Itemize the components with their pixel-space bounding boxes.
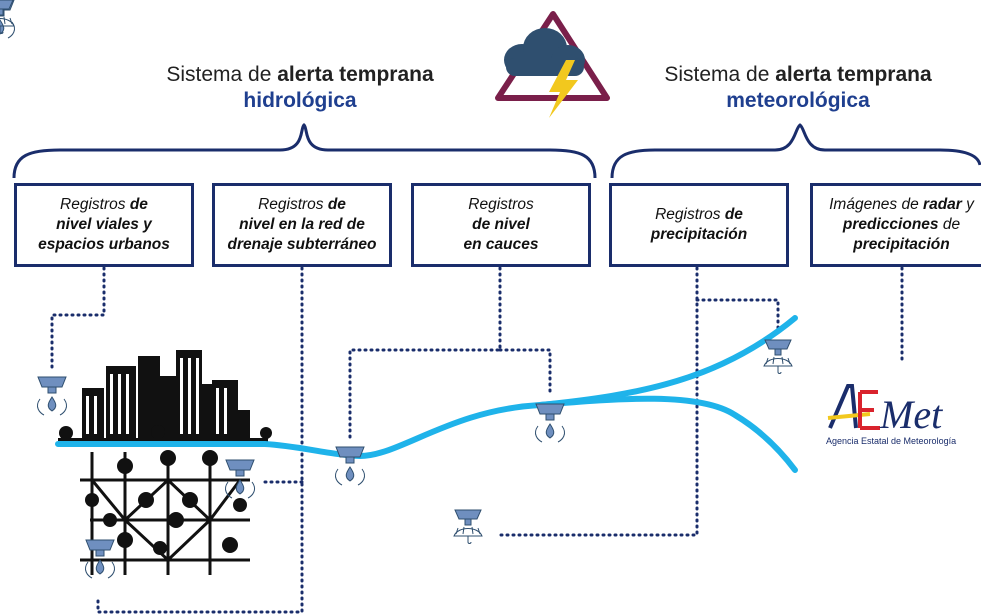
box-urban-line1-bold: de bbox=[129, 196, 148, 213]
hydro-brace bbox=[12, 123, 597, 179]
box-drainage-line3: drenaje subterráneo bbox=[227, 236, 377, 253]
box-urban-line3: espacios urbanos bbox=[38, 236, 170, 253]
box-radar-line2-tail: de bbox=[938, 216, 961, 233]
city-skyline-icon bbox=[58, 350, 272, 442]
hydro-heading-bold: alerta temprana bbox=[277, 63, 434, 86]
meteo-heading: Sistema de alerta temprana meteorológica bbox=[648, 62, 948, 114]
box-drainage-line2: nivel en la red de bbox=[239, 216, 365, 233]
meteo-heading-bold: alerta temprana bbox=[775, 63, 932, 86]
box-precip-line2: precipitación bbox=[650, 226, 748, 243]
box-channel-line1: Registros bbox=[468, 196, 534, 213]
rain-gauge-icon bbox=[0, 0, 793, 544]
box-urban-line1: Registros bbox=[60, 196, 130, 213]
box-precipitation: Registros de precipitación bbox=[609, 183, 789, 267]
meteo-brace bbox=[610, 123, 981, 179]
aemet-logo: Met bbox=[827, 384, 943, 437]
hydro-heading-prefix: Sistema de bbox=[166, 63, 278, 86]
drainage-network-icon bbox=[80, 450, 250, 575]
aemet-caption: Agencia Estatal de Meteorología bbox=[826, 436, 957, 446]
box-urban-line2: nivel viales y bbox=[56, 216, 152, 233]
box-urban-level: Registros de nivel viales y espacios urb… bbox=[14, 183, 194, 267]
hydro-heading: Sistema de alerta temprana hidrológica bbox=[150, 62, 450, 114]
box-radar-line1-tail: y bbox=[961, 196, 974, 213]
meteo-heading-prefix: Sistema de bbox=[664, 63, 776, 86]
box-drainage-level: Registros de nivel en la red de drenaje … bbox=[212, 183, 392, 267]
box-precip-line1-bold: de bbox=[724, 206, 743, 223]
svg-text:Met: Met bbox=[879, 392, 943, 437]
meteo-heading-kind: meteorológica bbox=[726, 89, 870, 112]
box-channel-line2: de nivel bbox=[472, 216, 530, 233]
connectors bbox=[50, 266, 904, 614]
box-channel-level: Registros de nivel en cauces bbox=[411, 183, 591, 267]
storm-alert-icon bbox=[495, 11, 610, 118]
hydro-heading-kind: hidrológica bbox=[243, 89, 357, 112]
box-channel-line3: en cauces bbox=[463, 236, 539, 253]
box-radar: Imágenes de radar y predicciones de prec… bbox=[810, 183, 981, 267]
box-radar-line1: Imágenes de bbox=[829, 196, 924, 213]
box-radar-line2-bold: predicciones bbox=[842, 216, 939, 233]
box-drainage-line1-bold: de bbox=[327, 196, 346, 213]
box-radar-line1-bold: radar bbox=[923, 196, 962, 213]
box-radar-line3: precipitación bbox=[853, 236, 950, 253]
box-drainage-line1: Registros bbox=[258, 196, 328, 213]
box-precip-line1: Registros bbox=[655, 206, 725, 223]
river bbox=[55, 315, 798, 473]
